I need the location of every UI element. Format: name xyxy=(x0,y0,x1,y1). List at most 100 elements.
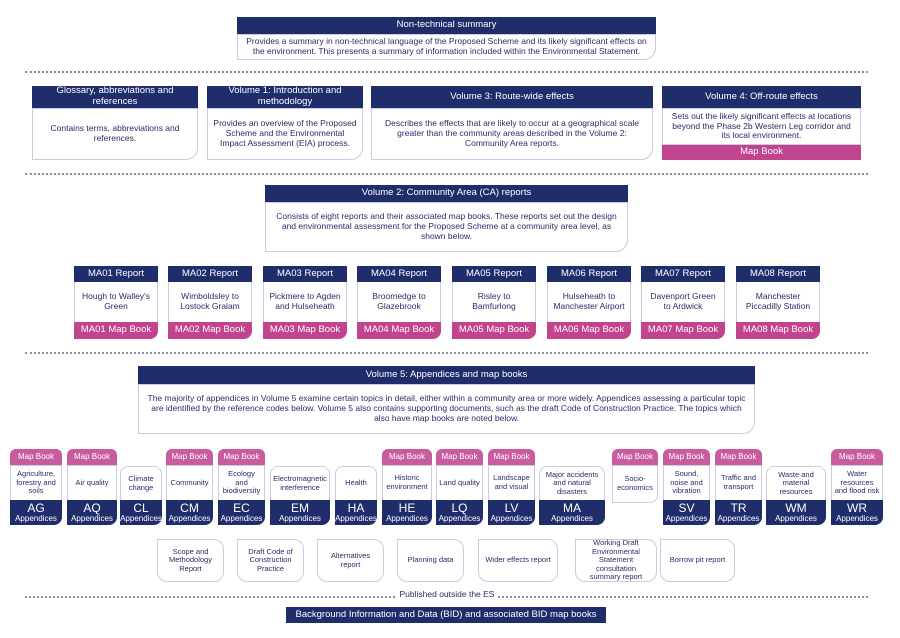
topic-appendices-label: Appendices xyxy=(836,514,878,523)
volume1-title: Volume 1: Introduction and methodology xyxy=(207,85,363,108)
volume1-description: Provides an overview of the Proposed Sch… xyxy=(207,108,363,160)
topic-code: CL xyxy=(133,501,149,515)
topic-appendices-label: Appendices xyxy=(15,514,57,523)
volume5-description: The majority of appendices in Volume 5 e… xyxy=(138,384,755,434)
topic-label: Ecology and biodiversity xyxy=(218,465,265,500)
ca-map-book: MA04 Map Book xyxy=(357,322,441,339)
topic-label: Historic environment xyxy=(382,465,432,500)
topic-label: Community xyxy=(166,465,213,500)
topic-label: Climate change xyxy=(120,466,162,500)
supporting-document: Wider effects report xyxy=(478,539,558,582)
volume3-description: Describes the effects that are likely to… xyxy=(371,108,653,160)
topic-map-book: Map Book xyxy=(831,449,883,465)
topic-appendices-label: Appendices xyxy=(775,514,817,523)
topic-label: Sound, noise and vibration xyxy=(663,465,710,500)
divider xyxy=(25,173,868,175)
ca-area-name: Wimboldsley to Lostock Gralam xyxy=(168,282,252,322)
ca-area-name: Manchester Piccadilly Station xyxy=(736,282,820,322)
topic-label: Land quality xyxy=(436,465,483,500)
topic-appendices-label: Appendices xyxy=(168,514,211,523)
topic-map-book: Map Book xyxy=(10,449,62,465)
topic-appendices-label: Appendices xyxy=(120,514,162,523)
ca-area-name: Hough to Walley's Green xyxy=(74,282,158,322)
ca-map-book: MA01 Map Book xyxy=(74,322,158,339)
supporting-document: Draft Code of Construction Practice xyxy=(237,539,304,582)
topic-appendices-label: Appendices xyxy=(490,514,533,523)
ca-area-name: Hulseheath to Manchester Airport xyxy=(547,282,631,322)
glossary-title: Glossary, abbreviations and references xyxy=(32,85,198,108)
topic-code: LQ xyxy=(451,501,468,515)
topic-label: Waste and material resources xyxy=(766,466,826,500)
topic-appendices-label: Appendices xyxy=(220,514,263,523)
supporting-document: Borrow pit report xyxy=(660,539,735,582)
volume5-title: Volume 5: Appendices and map books xyxy=(138,366,755,384)
divider-right xyxy=(498,596,868,598)
supporting-document: Planning data xyxy=(397,539,464,582)
supporting-document: Working Draft Environmental Statement co… xyxy=(575,538,657,582)
topic-label: Water resources and flood risk xyxy=(831,465,883,500)
topic-label: Health xyxy=(335,466,377,500)
volume4-map-book: Map Book xyxy=(662,145,861,160)
topic-appendices-label: Appendices xyxy=(438,514,481,523)
ca-area-name: Davenport Green to Ardwick xyxy=(641,282,725,322)
topic-label: Air quality xyxy=(67,465,117,500)
topic-code: EC xyxy=(233,501,250,515)
volume2-title: Volume 2: Community Area (CA) reports xyxy=(265,185,628,202)
ca-report-title: MA08 Report xyxy=(736,266,820,282)
topic-map-book: Map Book xyxy=(218,449,265,465)
topic-code: LV xyxy=(504,501,519,515)
glossary-description: Contains terms, abbreviations and refere… xyxy=(32,108,198,160)
topic-appendices-label: Appendices xyxy=(71,514,113,523)
ca-report-title: MA06 Report xyxy=(547,266,631,282)
ca-map-book: MA08 Map Book xyxy=(736,322,820,339)
topic-code: AG xyxy=(27,501,45,515)
supporting-document: Scope and Methodology Report xyxy=(157,539,224,582)
nts-title: Non-technical summary xyxy=(237,17,656,34)
topic-code: EM xyxy=(291,501,309,515)
divider xyxy=(25,352,868,354)
volume4-title: Volume 4: Off-route effects xyxy=(662,86,861,108)
topic-code: WR xyxy=(847,501,867,515)
topic-code: SV xyxy=(678,501,695,515)
volume4-description: Sets out the likely significant effects … xyxy=(662,108,861,145)
ca-area-name: Broomedge to Glazebrook xyxy=(357,282,441,322)
topic-code: CM xyxy=(180,501,199,515)
volume3-title: Volume 3: Route-wide effects xyxy=(371,86,653,108)
topic-map-book: Map Book xyxy=(67,449,117,465)
nts-description: Provides a summary in non-technical lang… xyxy=(237,34,656,60)
ca-map-book: MA06 Map Book xyxy=(547,322,631,339)
topic-map-book: Map Book xyxy=(166,449,213,465)
topic-label: Major accidents and natural disasters xyxy=(539,466,605,500)
ca-report-title: MA02 Report xyxy=(168,266,252,282)
divider xyxy=(25,71,868,73)
topic-map-book: Map Book xyxy=(612,449,658,465)
topic-label: Traffic and transport xyxy=(715,465,762,500)
topic-map-book: Map Book xyxy=(663,449,710,465)
topic-label: Landscape and visual xyxy=(488,465,535,500)
topic-label: Socio-economics xyxy=(612,465,658,503)
topic-appendices-label: Appendices xyxy=(279,514,321,523)
supporting-document: Alternatives report xyxy=(317,539,384,582)
ca-map-book: MA03 Map Book xyxy=(263,322,347,339)
ca-map-book: MA07 Map Book xyxy=(641,322,725,339)
topic-code: AQ xyxy=(83,501,101,515)
topic-map-book: Map Book xyxy=(488,449,535,465)
topic-appendices-label: Appendices xyxy=(665,514,708,523)
topic-map-book: Map Book xyxy=(715,449,762,465)
published-outside-label: Published outside the ES xyxy=(399,589,495,599)
topic-code: WM xyxy=(785,501,807,515)
topic-label: Electromagnetic interference xyxy=(270,466,330,500)
topic-map-book: Map Book xyxy=(436,449,483,465)
